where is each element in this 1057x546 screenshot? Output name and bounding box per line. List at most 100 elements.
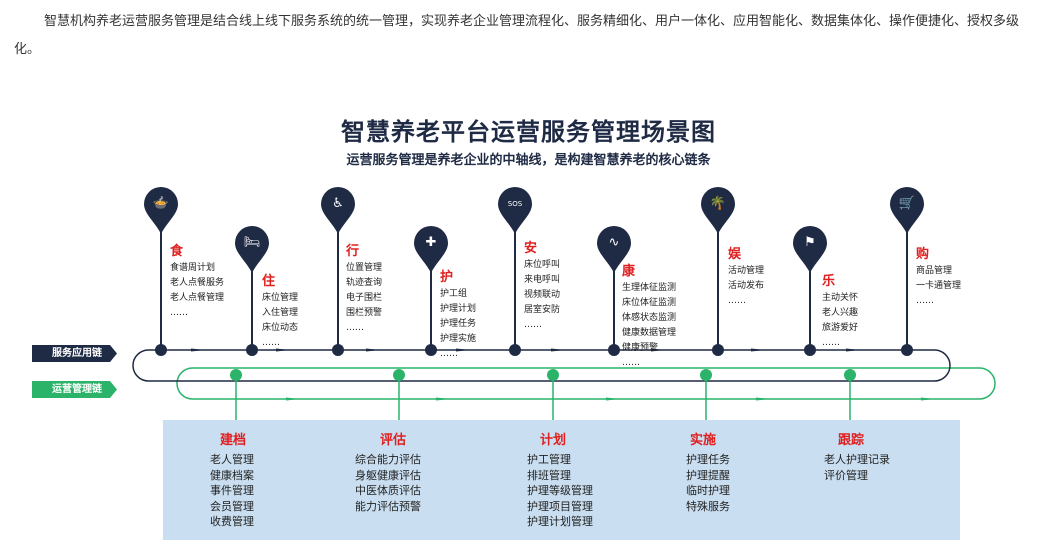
flag-icon: ⚑ bbox=[804, 235, 816, 250]
service-arrow-0 bbox=[191, 348, 205, 352]
node-dot-hu bbox=[425, 344, 437, 356]
medkit-icon: ✚ bbox=[425, 235, 437, 250]
list-item: 综合能力评估 bbox=[355, 453, 421, 466]
node-pin-yu bbox=[701, 187, 735, 234]
service-arrow-5 bbox=[651, 348, 665, 352]
node-title-gou: 购 bbox=[916, 247, 930, 262]
sos-icon: SOS bbox=[507, 200, 523, 208]
node-dot-shi bbox=[155, 344, 167, 356]
service-arrow-3 bbox=[456, 348, 470, 352]
heartbeat-icon: ∿ bbox=[608, 235, 620, 250]
group-dot-shishi bbox=[700, 369, 712, 381]
node-items-gou: 商品管理一卡通管理…… bbox=[916, 264, 961, 309]
list-item: …… bbox=[728, 296, 746, 306]
list-item: 护理项目管理 bbox=[527, 499, 593, 513]
service-arrow-4 bbox=[551, 348, 565, 352]
list-item: 居室安防 bbox=[524, 305, 561, 315]
group-dot-jiandang bbox=[230, 369, 242, 381]
list-item: …… bbox=[262, 338, 280, 348]
group-items-pinggu: 综合能力评估身躯健康评估中医体质评估能力评估预警 bbox=[355, 452, 421, 514]
node-title-kang: 康 bbox=[622, 264, 636, 279]
list-item: 商品管理 bbox=[916, 266, 953, 276]
diagram-subtitle: 运营服务管理是养老企业的中轴线，是构建智慧养老的核心链条 bbox=[346, 153, 711, 168]
node-title-xing: 行 bbox=[346, 244, 360, 259]
group-items-jihua: 护工管理排班管理护理等级管理护理项目管理护理计划管理 bbox=[527, 452, 593, 530]
service-arrow-1 bbox=[276, 348, 290, 352]
service-arrow-6 bbox=[751, 348, 765, 352]
list-item: 老人点餐服务 bbox=[170, 278, 225, 288]
list-item: 入住管理 bbox=[262, 308, 299, 318]
operation-arrow-4 bbox=[921, 397, 935, 401]
intro-paragraph: 智慧机构养老运营服务管理是结合线上线下服务系统的统一管理，实现养老企业管理流程化… bbox=[14, 14, 1020, 57]
service-arrow-2 bbox=[366, 348, 380, 352]
list-item: 生理体征监测 bbox=[622, 283, 677, 293]
list-item: …… bbox=[822, 338, 840, 348]
list-item: 主动关怀 bbox=[822, 293, 859, 303]
list-item: 健康数据管理 bbox=[622, 328, 677, 338]
operation-arrow-2 bbox=[606, 397, 620, 401]
list-item: 护工组 bbox=[440, 289, 468, 299]
operation-panel bbox=[163, 420, 960, 540]
list-item: 身躯健康评估 bbox=[355, 468, 421, 482]
node-dot-gou bbox=[901, 344, 913, 356]
node-items-zhu: 床位管理入住管理床位动态 …… bbox=[262, 291, 298, 351]
operation-arrow-3 bbox=[756, 397, 770, 401]
node-dot-zhu bbox=[246, 344, 258, 356]
list-item: 收费管理 bbox=[210, 515, 254, 528]
node-title-le: 乐 bbox=[822, 274, 836, 289]
operation-arrow-1 bbox=[436, 397, 450, 401]
group-dot-pinggu bbox=[393, 369, 405, 381]
list-item: 老人点餐管理 bbox=[170, 293, 225, 303]
group-items-genzong: 老人护理记录评价管理 bbox=[824, 452, 890, 483]
list-item: 床位体征监测 bbox=[622, 298, 677, 308]
list-item: 一卡通管理 bbox=[916, 281, 962, 291]
node-title-shi: 食 bbox=[170, 244, 184, 259]
list-item: 电子围栏 bbox=[346, 293, 383, 303]
list-item: 老人兴趣 bbox=[822, 308, 859, 318]
list-item: 护理任务 bbox=[686, 453, 730, 466]
list-item: 床位管理 bbox=[262, 293, 299, 303]
group-items-shishi: 护理任务护理提醒临时护理特殊服务 bbox=[686, 452, 730, 514]
list-item: 老人管理 bbox=[210, 453, 254, 466]
node-pin-gou bbox=[890, 187, 924, 234]
node-dot-yu bbox=[712, 344, 724, 356]
list-item: 来电呼叫 bbox=[524, 275, 561, 285]
list-item: 体感状态监测 bbox=[622, 313, 677, 323]
list-item: 旅游爱好 bbox=[822, 323, 859, 333]
bed-icon: 🛏 bbox=[243, 235, 261, 250]
service-chain-tag bbox=[32, 345, 117, 362]
service-chain-label: 服务应用链 bbox=[52, 348, 102, 359]
list-item: …… bbox=[622, 358, 640, 368]
node-items-shi: 食谱周计划老人点餐服务老人点餐管理…… bbox=[170, 261, 224, 321]
group-title-jiandang: 建档 bbox=[220, 433, 247, 448]
service-arrow-7 bbox=[846, 348, 860, 352]
list-item: …… bbox=[170, 308, 188, 318]
list-item: 中医体质评估 bbox=[355, 484, 421, 497]
walker-icon: ♿ bbox=[332, 196, 344, 211]
group-title-genzong: 跟踪 bbox=[838, 433, 865, 448]
group-items-jiandang: 老人管理健康档案事件管理会员管理收费管理 bbox=[210, 452, 254, 530]
list-item: 护工管理 bbox=[527, 453, 571, 466]
group-dot-jihua bbox=[547, 369, 559, 381]
list-item: 健康预警 bbox=[622, 343, 659, 353]
list-item: 护理任务 bbox=[440, 319, 477, 329]
list-item: 护理计划 bbox=[440, 304, 477, 314]
node-pin-zhu bbox=[235, 226, 269, 273]
service-loop bbox=[132, 349, 951, 382]
group-title-pinggu: 评估 bbox=[380, 433, 407, 448]
node-items-xing: 位置管理轨迹查询电子围栏围栏预警…… bbox=[346, 261, 382, 336]
list-item: 护理计划管理 bbox=[527, 515, 593, 528]
list-item: 事件管理 bbox=[210, 484, 254, 497]
list-item: …… bbox=[440, 349, 458, 359]
list-item: 护理实施 bbox=[440, 334, 477, 344]
node-title-yu: 娱 bbox=[728, 247, 742, 262]
operation-arrow-0 bbox=[286, 397, 300, 401]
node-pin-le bbox=[793, 226, 827, 273]
list-item: 视频联动 bbox=[524, 290, 561, 300]
list-item: 床位动态 bbox=[262, 323, 299, 333]
operation-loop bbox=[176, 367, 996, 400]
operation-chain-tag bbox=[32, 381, 117, 398]
list-item: 特殊服务 bbox=[686, 499, 730, 513]
node-dot-kang bbox=[608, 344, 620, 356]
list-item: 活动发布 bbox=[728, 281, 765, 291]
